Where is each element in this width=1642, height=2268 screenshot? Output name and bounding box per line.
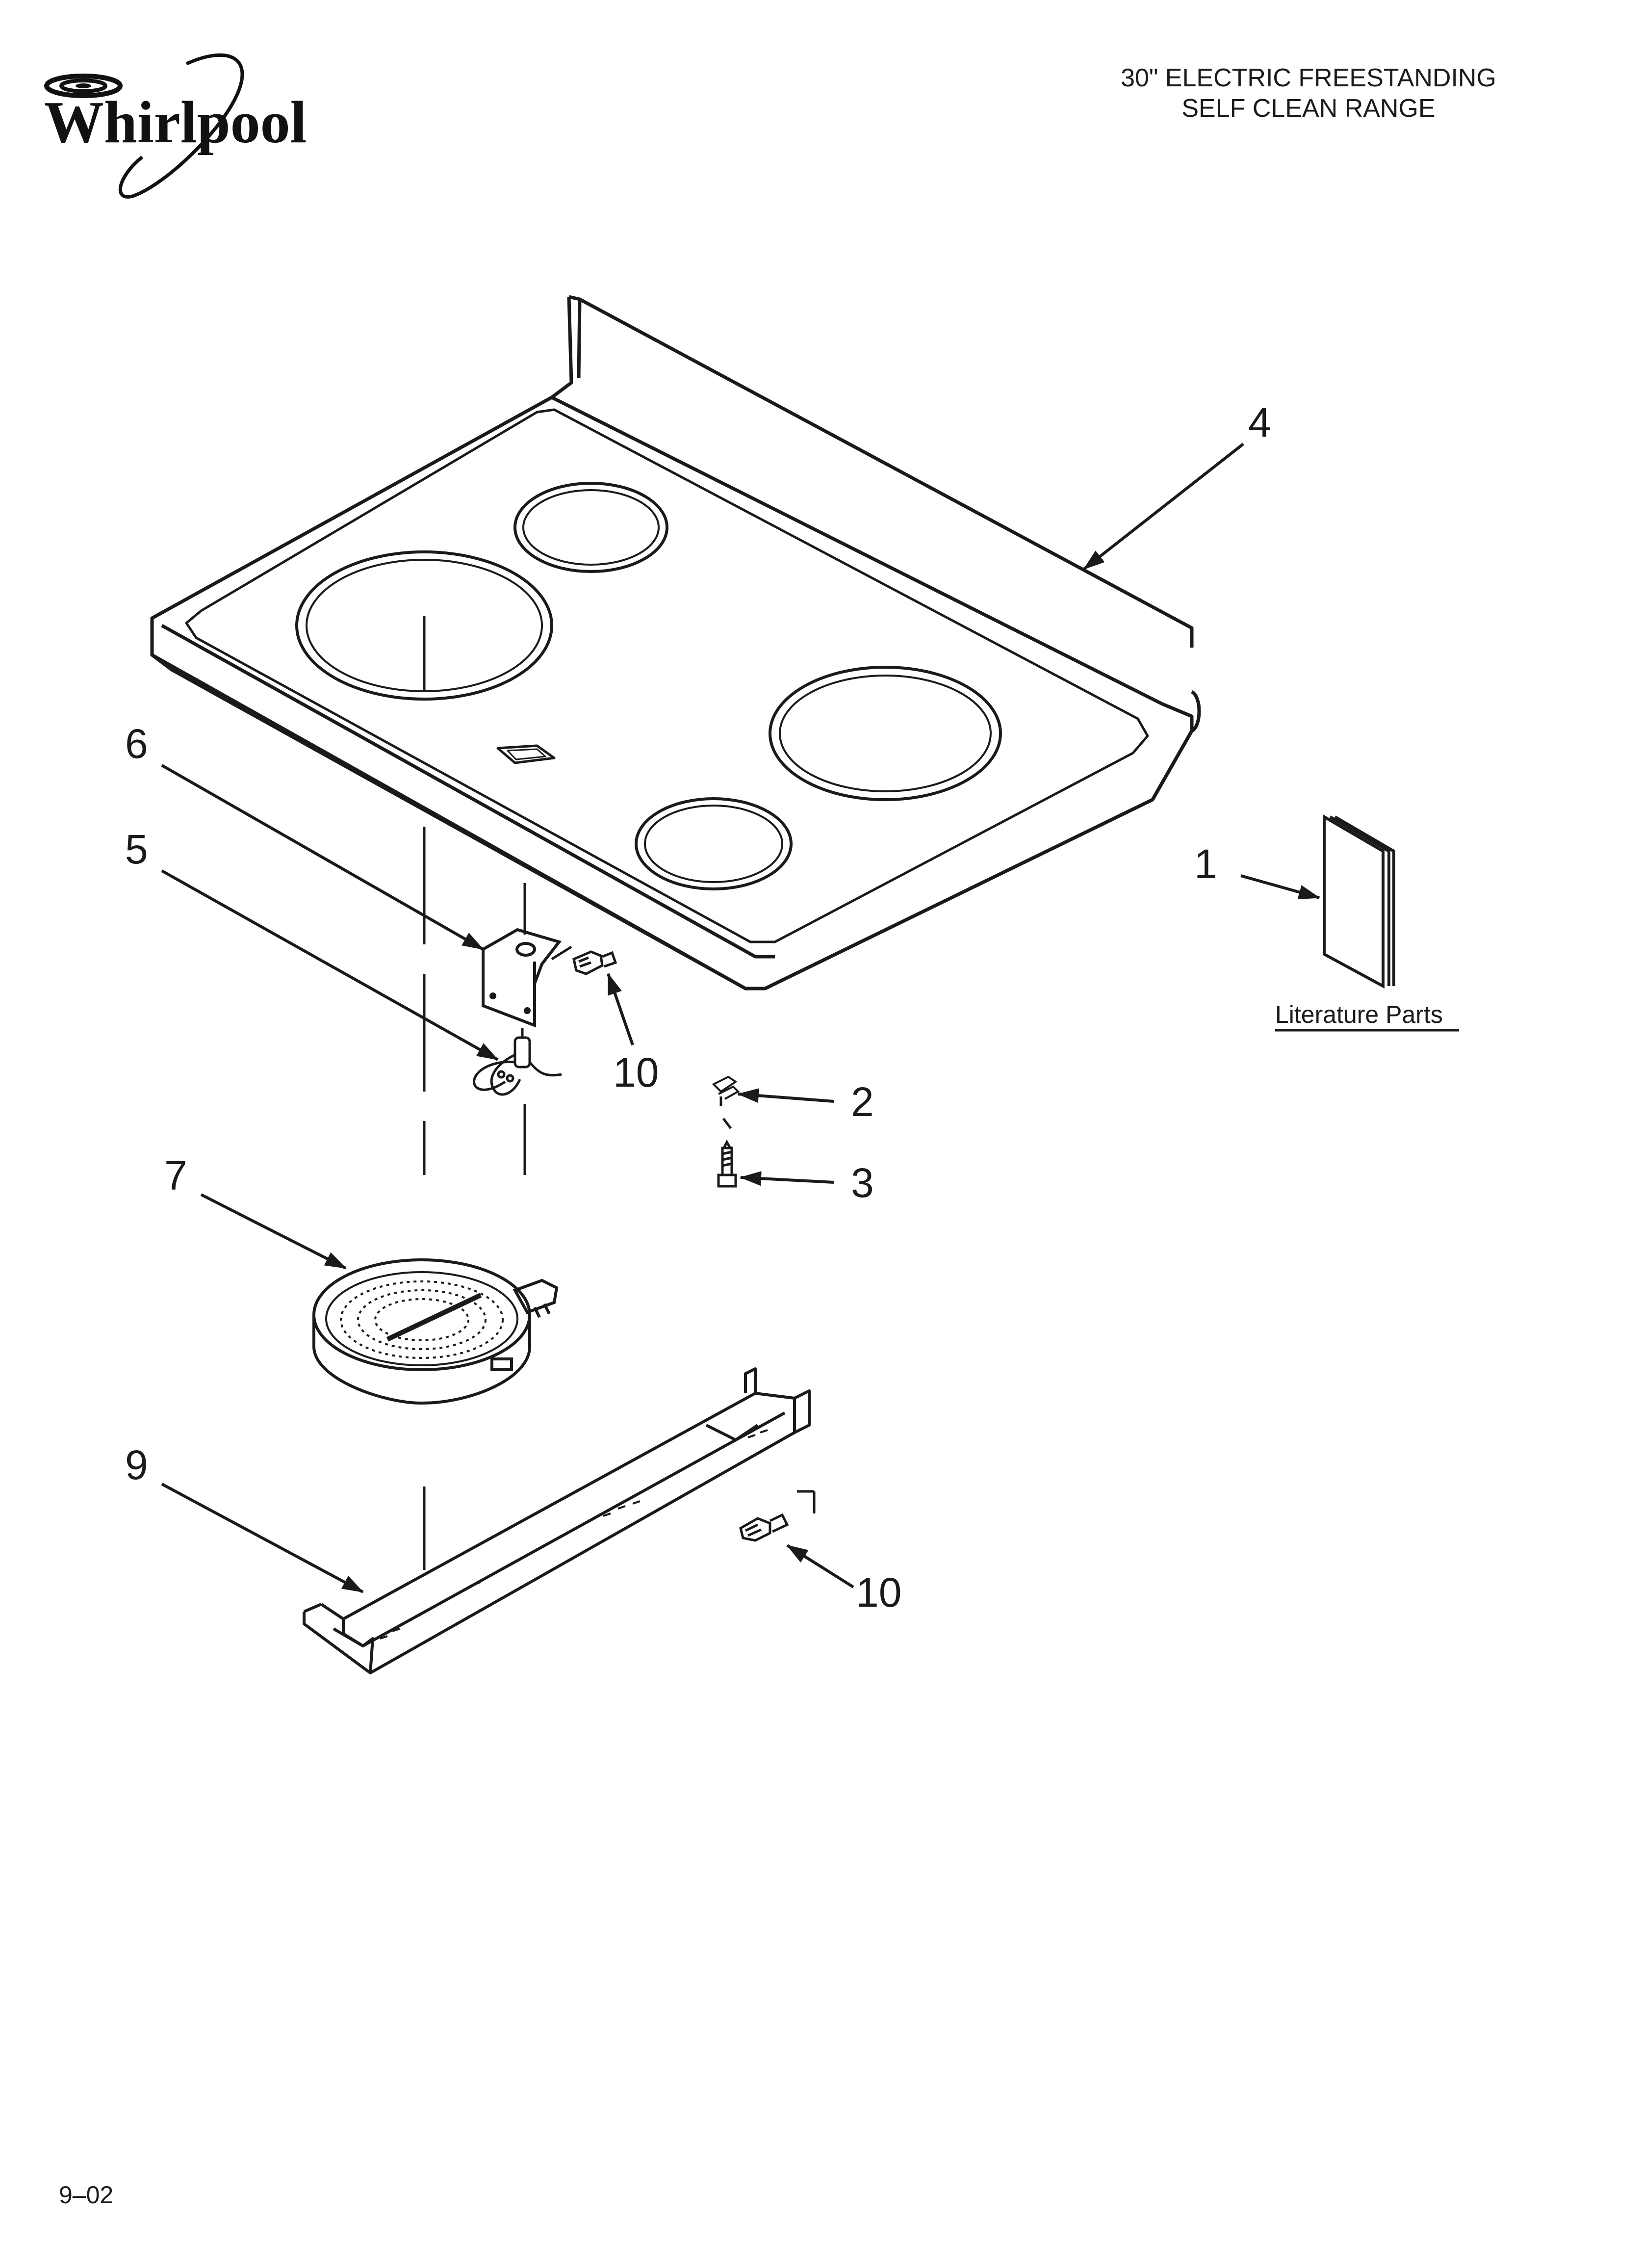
- callout-5: 5: [125, 826, 148, 872]
- callout-6: 6: [125, 721, 148, 767]
- sensor-part-5: [473, 1028, 562, 1096]
- title-line-2: SELF CLEAN RANGE: [1181, 94, 1436, 123]
- leader-2: [737, 1088, 834, 1103]
- alignment-lines: [423, 827, 816, 1570]
- leader-10-upper: [607, 973, 634, 1045]
- callout-1: 1: [1194, 841, 1217, 887]
- leader-5: [161, 869, 499, 1061]
- leader-1: [1240, 874, 1320, 900]
- leader-7: [200, 1193, 347, 1270]
- literature-book-part-1: [1275, 814, 1459, 1032]
- callout-7: 7: [164, 1152, 187, 1199]
- callout-leaders: [161, 443, 1320, 1593]
- swirl-inner-icon: [59, 78, 107, 93]
- support-bar-part-9: [303, 1367, 811, 1674]
- screw-part-3: [717, 1139, 737, 1188]
- logo-flourish-icon: [118, 53, 244, 199]
- callout-10-lower: 10: [856, 1569, 901, 1616]
- callout-4: 4: [1248, 399, 1271, 445]
- cooktop-part-4: [150, 295, 1201, 991]
- whirlpool-logo: Whirlpool: [44, 53, 307, 199]
- bracket-part-6: [482, 928, 562, 1028]
- swirl-center-icon: [76, 83, 91, 88]
- footer-code: 9–02: [59, 2181, 114, 2209]
- callout-9: 9: [125, 1442, 148, 1488]
- callout-10-upper: 10: [613, 1049, 659, 1095]
- literature-parts-label: Literature Parts: [1275, 1001, 1443, 1028]
- screw-part-10-lower: [739, 1513, 789, 1542]
- heating-element-part-7: [312, 1258, 559, 1405]
- brand-wordmark: Whirlpool: [44, 89, 307, 156]
- clip-part-2: [712, 1075, 740, 1100]
- callout-2: 2: [851, 1079, 874, 1125]
- callout-3: 3: [851, 1160, 874, 1206]
- leader-6: [161, 764, 484, 951]
- leader-9: [161, 1483, 364, 1593]
- swirl-outer-icon: [44, 74, 123, 98]
- leader-10-lower: [786, 1544, 854, 1589]
- page-title: 30" ELECTRIC FREESTANDING SELF CLEAN RAN…: [1063, 63, 1554, 124]
- screw-part-10-upper: [572, 950, 617, 975]
- leader-4: [1083, 443, 1244, 571]
- leader-3: [740, 1171, 834, 1186]
- title-line-1: 30" ELECTRIC FREESTANDING: [1121, 64, 1496, 92]
